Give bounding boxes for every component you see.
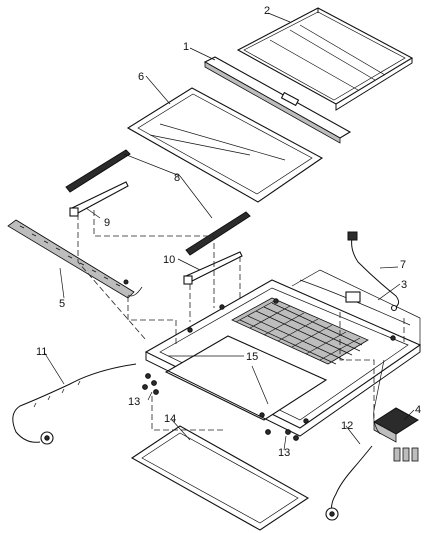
- callout-6: 6: [138, 71, 144, 83]
- glass-seal: [126, 87, 324, 203]
- left-bracket: [69, 181, 129, 217]
- wiring-harness: [347, 231, 400, 312]
- callout-15: 15: [246, 351, 258, 363]
- callout-14: 14: [164, 413, 176, 425]
- callout-4: 4: [415, 404, 421, 416]
- callout-8: 8: [174, 172, 180, 184]
- sunshade-panel: [236, 7, 414, 111]
- dashed-assembly-lines: [77, 210, 405, 431]
- callout-3: 3: [401, 279, 407, 291]
- callout-5: 5: [59, 298, 65, 310]
- frame-seal: [130, 425, 310, 531]
- callout-13-left: 13: [128, 396, 140, 408]
- callout-10: 10: [163, 254, 175, 266]
- callout-11: 11: [36, 346, 47, 358]
- left-drain-hose: [12, 363, 137, 445]
- right-bracket: [183, 251, 243, 285]
- callout-labels: 2 1 6 8 9 10 7 3 5 11 15 13 4 14 12 13: [36, 5, 421, 459]
- callout-9: 9: [104, 217, 110, 229]
- leader-lines: [43, 12, 415, 451]
- sunroof-motor: [373, 407, 419, 462]
- callout-7: 7: [400, 259, 406, 271]
- sunroof-frame: [144, 269, 422, 437]
- callout-13-right: 13: [278, 447, 290, 459]
- side-seal-strip: [7, 219, 143, 299]
- sunshade-front-bar: [203, 56, 352, 144]
- callout-12: 12: [341, 420, 353, 432]
- callout-2: 2: [264, 5, 270, 17]
- callout-1: 1: [183, 41, 189, 53]
- rail-pair: [65, 149, 251, 256]
- mounting-screws: [142, 373, 299, 441]
